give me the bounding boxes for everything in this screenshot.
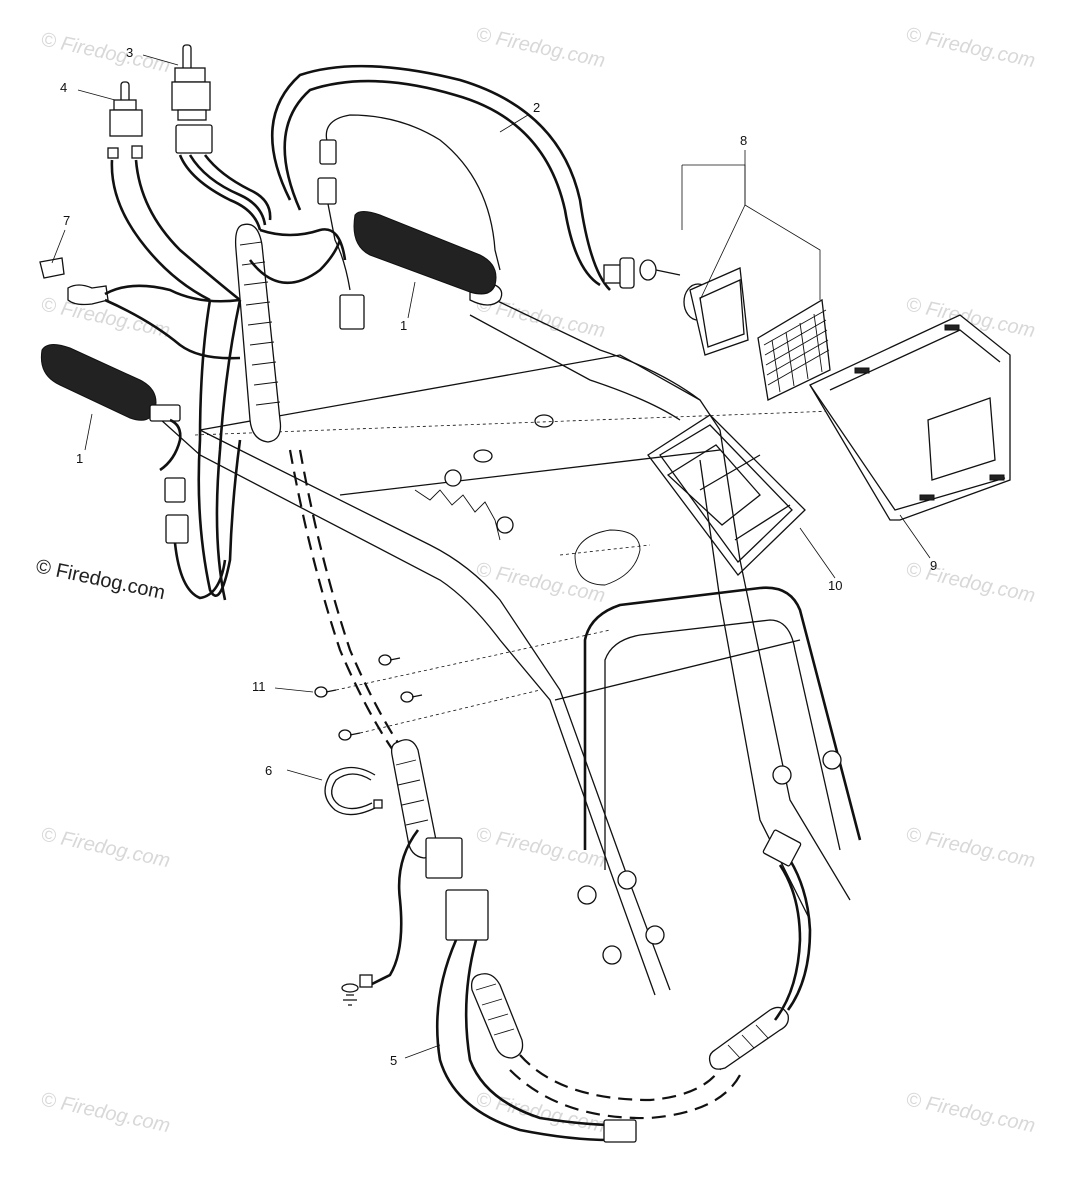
callout-3-toggle-switch: 3	[126, 45, 133, 60]
main-harness-loop	[270, 64, 681, 330]
callout-10-bracket: 10	[828, 578, 842, 593]
toggle-switches	[107, 44, 272, 302]
watermark: © Firedog.com	[904, 23, 1037, 72]
grip-right	[353, 211, 503, 306]
headlight-assembly	[647, 164, 1011, 576]
screws-11	[314, 629, 611, 741]
watermark: © Firedog.com	[904, 558, 1037, 607]
watermark: © Firedog.com	[474, 823, 607, 872]
leader-lines	[51, 54, 931, 1059]
watermark: © Firedog.com	[39, 28, 172, 77]
watermark: © Firedog.com	[39, 823, 172, 872]
lower-harness	[288, 449, 812, 1143]
callout-1-right-grip: 1	[400, 318, 407, 333]
callout-1-left-grip: 1	[76, 451, 83, 466]
callout-11-screws: 11	[252, 679, 266, 694]
left-harness	[39, 223, 347, 601]
callout-labels: 1 1 2 3 4 5 6 7 8 9 10 11	[60, 45, 937, 1068]
callout-5-lower-harness: 5	[390, 1053, 397, 1068]
callout-2-main-harness: 2	[533, 100, 540, 115]
watermark: © Firedog.com	[474, 558, 607, 607]
callout-7-connector: 7	[63, 213, 70, 228]
watermark-main: © Firedog.com	[34, 555, 167, 604]
watermark: © Firedog.com	[904, 823, 1037, 872]
handlebar-frame	[149, 294, 862, 996]
watermark: © Firedog.com	[39, 1088, 172, 1137]
callout-8-lamp: 8	[740, 133, 747, 148]
callout-6-clip: 6	[265, 763, 272, 778]
watermark: © Firedog.com	[904, 1088, 1037, 1137]
toggle-switch-3-lever	[182, 44, 192, 71]
grip-left	[40, 344, 181, 422]
callout-9-headlight-housing: 9	[930, 558, 937, 573]
hand-grips	[40, 211, 503, 422]
callout-4-toggle-switch: 4	[60, 80, 67, 95]
watermark: © Firedog.com	[474, 23, 607, 72]
